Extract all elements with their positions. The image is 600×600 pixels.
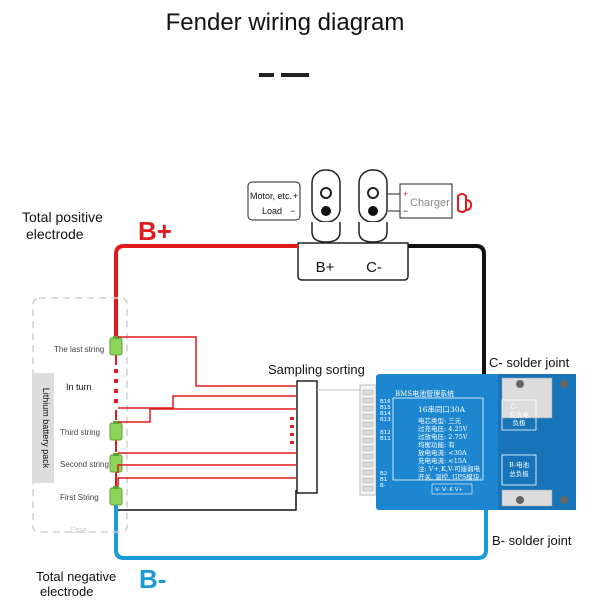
charger-label: Charger xyxy=(410,197,450,209)
bms-header: BMS电池管理系统 xyxy=(395,389,454,398)
diagram-title: Fender wiring diagram xyxy=(166,9,405,36)
total-negative-line1: Total negative xyxy=(36,569,116,584)
string-second-label: Second string xyxy=(60,460,109,469)
c-minus-joint-label: C- solder joint xyxy=(489,355,570,370)
string-last-label: The last string xyxy=(54,345,104,354)
battery-pack-tab xyxy=(32,373,54,483)
battery-cell-first xyxy=(109,486,123,506)
bms-spec-6: 注: V+,K,V-可接弱电 xyxy=(418,464,481,473)
b-minus-label: B- xyxy=(139,564,166,594)
bms-pin-b-minus: B- xyxy=(380,483,386,489)
string-first-label: First String xyxy=(60,493,99,502)
battery-cell-third xyxy=(109,421,123,441)
bms-pin-b13: B13 xyxy=(380,417,391,423)
bms-spec-0: 电芯类型: 三元 xyxy=(418,416,462,425)
charger-plus: + xyxy=(403,189,408,199)
load-label: Load xyxy=(262,206,282,216)
sampling-wires xyxy=(117,336,297,511)
main-connector xyxy=(297,242,409,281)
bms-spec-2: 过放电压: 2.75V xyxy=(418,432,468,441)
load-minus: − xyxy=(290,206,295,216)
plug-icon xyxy=(457,193,473,213)
bms-spec-4: 放电电流: <30A xyxy=(418,448,467,457)
bms-spec-5: 充电电流: <15A xyxy=(418,456,467,465)
b-minus-joint-label: B- solder joint xyxy=(492,533,572,548)
b-minus-solder-pad xyxy=(501,489,553,507)
sampling-dots xyxy=(290,417,294,444)
bms-model: 16串同口30A xyxy=(418,405,466,414)
bms-pin-b15: B15 xyxy=(380,405,391,411)
battery-pack-label: Lithium battery pack xyxy=(41,388,51,469)
battery-cell-second xyxy=(109,453,123,473)
terminal-c-minus: C- xyxy=(366,259,382,276)
motor-label: Motor, etc. xyxy=(250,191,292,201)
charger-box xyxy=(399,183,453,219)
c-minus-solder-pad xyxy=(501,377,553,419)
positive-main-wire xyxy=(114,244,298,345)
bms-b-pad-0: B-电池 xyxy=(509,460,530,469)
load-connector-pin xyxy=(320,187,332,199)
string-one-label: One xyxy=(70,525,87,535)
bms-pin-b14: B14 xyxy=(380,411,391,417)
battery-cell-last xyxy=(109,336,123,356)
total-positive-line1: Total positive xyxy=(22,209,103,225)
bms-pin-b16: B16 xyxy=(380,399,391,405)
string-third-label: Third string xyxy=(60,428,100,437)
bms-spec-7: 开关, 温控, GPS模块. xyxy=(418,472,481,481)
total-negative-line2: electrode xyxy=(40,584,93,599)
bms-pin-b1: B1 xyxy=(380,477,387,483)
bms-c-pad-1: 充放电 xyxy=(509,410,529,419)
bms-bottom-row: V- V- K V+ xyxy=(435,487,463,493)
bms-c-pad-2: 负极 xyxy=(513,418,527,427)
b-plus-label: B+ xyxy=(138,216,172,246)
load-connector-pin xyxy=(321,206,331,216)
bms-spec-1: 过充电压: 4.25V xyxy=(418,424,468,433)
charger-connector-pin xyxy=(367,187,379,199)
charger-connector-pin xyxy=(368,206,378,216)
title-dash xyxy=(281,73,309,77)
total-positive-line2: electrode xyxy=(26,226,84,242)
battery-pack-outline xyxy=(32,297,128,533)
bms-b-pad-1: 总负极 xyxy=(509,469,529,478)
charger-minus: − xyxy=(403,206,408,216)
bms-c-pad-0: C- xyxy=(510,403,517,411)
c-minus-wire xyxy=(408,244,486,382)
in-turn-dots xyxy=(114,369,118,403)
sampling-sorting-label: Sampling sorting xyxy=(268,362,365,377)
sampling-connector xyxy=(296,380,318,494)
bms-pin-b2: B2 xyxy=(380,471,387,477)
bms-board xyxy=(359,374,576,510)
bms-pin-b12: B12 xyxy=(380,430,391,436)
title-dash xyxy=(259,73,274,77)
string-in-turn-label: In turn xyxy=(66,382,92,392)
load-box xyxy=(247,181,301,221)
negative-main-wire xyxy=(114,505,488,560)
terminal-b-plus: B+ xyxy=(316,259,335,276)
bms-spec-3: 均衡功能: 有 xyxy=(418,440,455,449)
load-plus: + xyxy=(293,191,298,201)
bms-pin-b11: B11 xyxy=(380,436,391,442)
